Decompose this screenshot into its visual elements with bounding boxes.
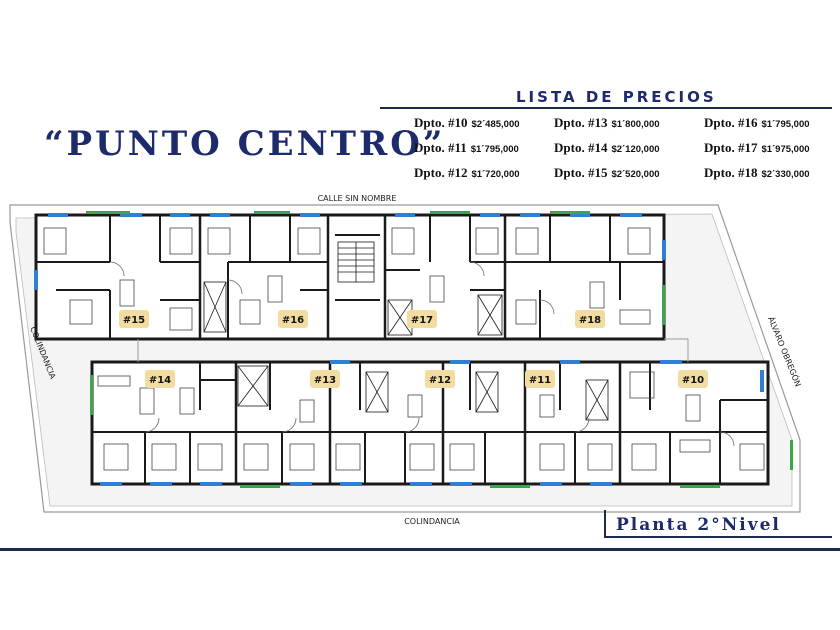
price-item: Dpto. #15$2´520,000 bbox=[554, 165, 660, 180]
price-item: Dpto. #11$1´795,000 bbox=[414, 140, 519, 155]
price-item: Dpto. #12$1´720,000 bbox=[414, 165, 520, 180]
boundary-label-bottom: COLINDANCIA bbox=[404, 517, 460, 526]
top-bar bbox=[0, 0, 840, 14]
street-label-right: ÁLVARO OBREGÓN bbox=[766, 315, 804, 388]
project-title: “PUNTO CENTRO” bbox=[44, 124, 446, 164]
price-item: Dpto. #13$1´800,000 bbox=[554, 115, 660, 130]
price-item: Dpto. #17$1´975,000 bbox=[704, 140, 810, 155]
unit-tag: #14 bbox=[149, 375, 171, 386]
unit-tag: #10 bbox=[682, 375, 704, 386]
unit-tag: #12 bbox=[429, 375, 451, 386]
unit-tag: #11 bbox=[529, 375, 551, 386]
unit-tag: #17 bbox=[411, 315, 433, 326]
floor-level-label: Planta 2°Nivel bbox=[616, 515, 781, 535]
price-item: Dpto. #14$2´120,000 bbox=[554, 140, 660, 155]
floor-level-rule bbox=[604, 536, 832, 538]
bottom-bar bbox=[0, 548, 840, 551]
unit-tag: #13 bbox=[314, 375, 336, 386]
unit-tag: #18 bbox=[579, 315, 601, 326]
price-item: Dpto. #18$2´330,000 bbox=[704, 165, 810, 180]
lot-outline bbox=[9, 204, 801, 513]
price-item: Dpto. #16$1´795,000 bbox=[704, 115, 810, 130]
street-label-top: CALLE SIN NOMBRE bbox=[318, 194, 397, 203]
unit-tag: #16 bbox=[282, 315, 304, 326]
price-item: Dpto. #10$2´485,000 bbox=[414, 115, 520, 130]
price-list-rule bbox=[380, 107, 832, 109]
unit-tag: #15 bbox=[123, 315, 145, 326]
floor-level-rule-vertical bbox=[604, 510, 606, 538]
unit-tags: #15 #16 #17 #18 #14 #13 #12 #11 #10 bbox=[119, 310, 708, 388]
price-list-heading: LISTA DE PRECIOS bbox=[516, 88, 717, 106]
